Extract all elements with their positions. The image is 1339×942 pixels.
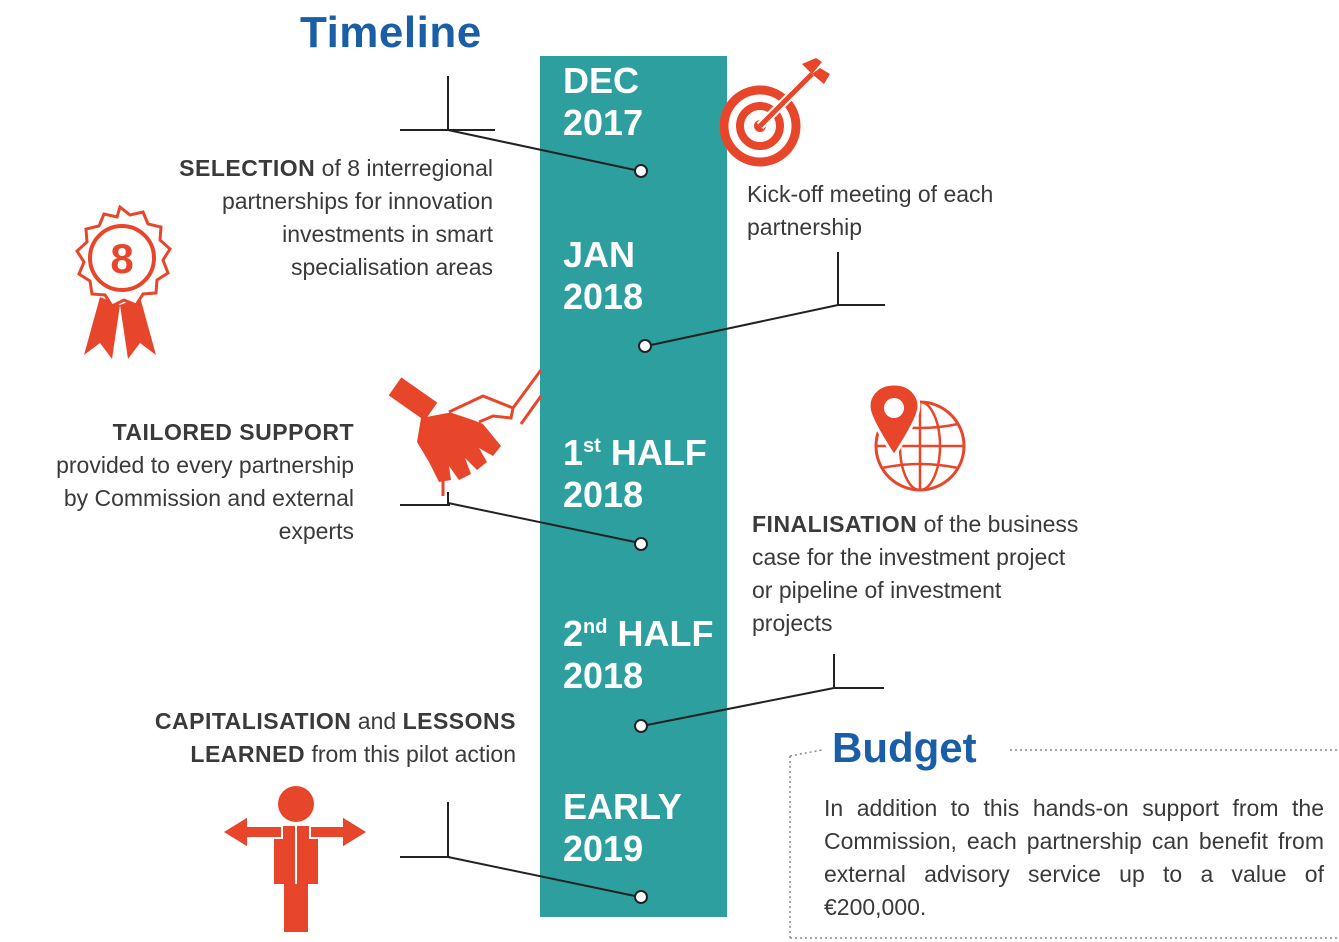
event-selection: SELECTION of 8 interregional partnership… xyxy=(179,155,493,280)
page-title: Timeline xyxy=(300,8,482,57)
date-1st-half-2018: 1st HALF 2018 xyxy=(563,432,707,515)
medal-number: 8 xyxy=(110,235,133,282)
event-finalisation: FINALISATION of the business case for th… xyxy=(752,511,1079,636)
medal-icon: 8 xyxy=(75,205,172,359)
handshake-icon xyxy=(388,369,541,496)
event-tailored-support: TAILORED SUPPORT provided to every partn… xyxy=(56,419,354,544)
timeline-bar xyxy=(540,56,727,917)
date-2nd-half-2018: 2nd HALF 2018 xyxy=(563,613,714,696)
budget-title: Budget xyxy=(832,724,987,772)
location-globe-icon xyxy=(867,382,966,492)
person-arrows-icon xyxy=(222,786,368,932)
target-icon xyxy=(720,58,830,167)
event-kickoff: Kick-off meeting of each partnership xyxy=(747,181,994,240)
budget-text: In addition to this hands-on support fro… xyxy=(824,795,1324,920)
event-capitalisation: CAPITALISATION and LESSONS LEARNED from … xyxy=(154,708,516,767)
